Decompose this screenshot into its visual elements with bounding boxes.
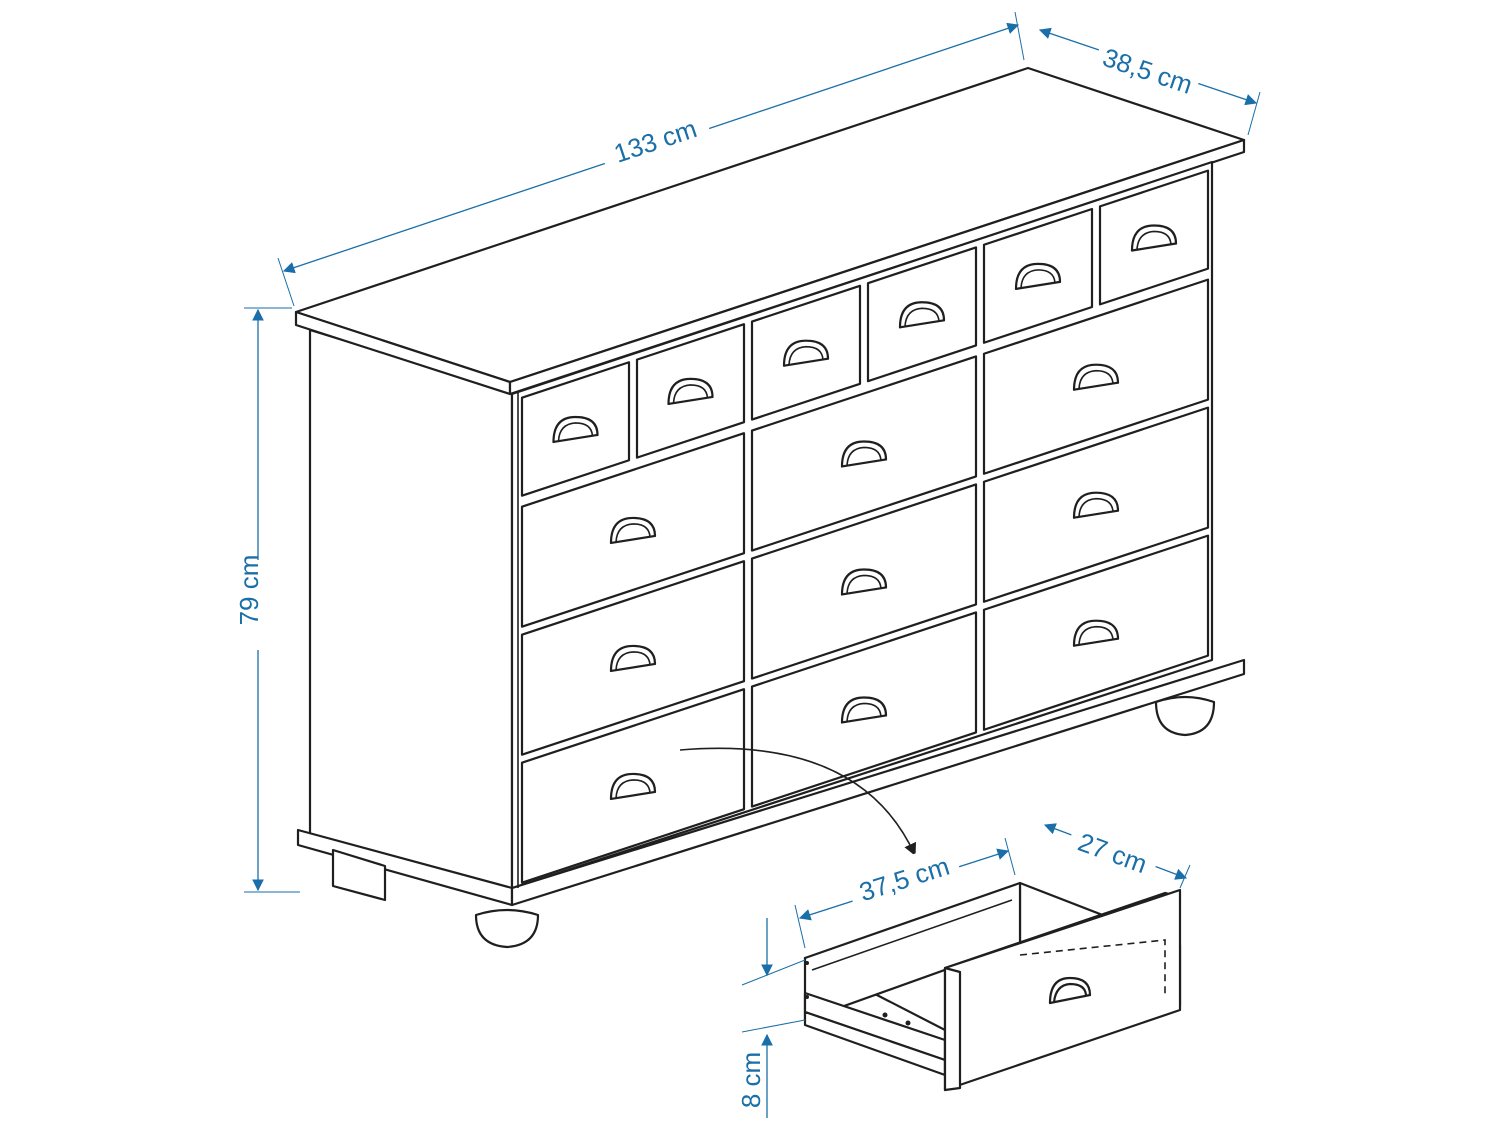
plinth-front: [510, 658, 1246, 907]
handle-icon: [782, 339, 830, 367]
handle-icon: [1072, 491, 1120, 519]
drawer: [750, 355, 978, 552]
drawer-fronts: [520, 169, 1210, 884]
height-label: 79 cm: [234, 555, 264, 626]
drawer: [982, 534, 1210, 731]
dresser: [294, 66, 1246, 949]
drawer: [982, 278, 1210, 475]
handle-icon: [552, 415, 599, 444]
drawer: [520, 432, 746, 628]
handle-icon: [898, 301, 946, 329]
handle-icon: [667, 377, 714, 406]
handle-icon: [1072, 619, 1120, 647]
handle-icon: [1072, 363, 1120, 391]
drawer: [982, 406, 1210, 603]
foot-right: [1154, 695, 1216, 737]
foot-front: [474, 908, 540, 949]
small-drawer: [1098, 169, 1210, 306]
drawer-detail: [803, 881, 1182, 1092]
handle-icon: [840, 440, 888, 468]
drawer: [750, 611, 978, 808]
handle-icon: [609, 516, 657, 545]
drawer: [520, 688, 746, 884]
handle-icon: [609, 772, 657, 801]
small-drawer: [520, 361, 631, 497]
handle-icon: [609, 644, 657, 673]
small-drawer: [750, 284, 862, 421]
drawer: [520, 560, 746, 756]
foot-left: [331, 848, 387, 902]
handle-icon: [1130, 224, 1178, 252]
side-panel: [308, 328, 514, 895]
drawer: [750, 483, 978, 680]
drawer-front-edge: [943, 966, 962, 1092]
handle-icon: [840, 696, 888, 724]
detail-arrow: [679, 747, 917, 857]
small-drawer: [635, 323, 746, 459]
handle-icon: [1014, 262, 1062, 290]
drawer-height-label: 8 cm: [736, 1052, 766, 1108]
hidden-line: [1019, 939, 1166, 995]
drawer-handle-icon: [1048, 976, 1092, 1005]
handle-icon: [840, 568, 888, 596]
